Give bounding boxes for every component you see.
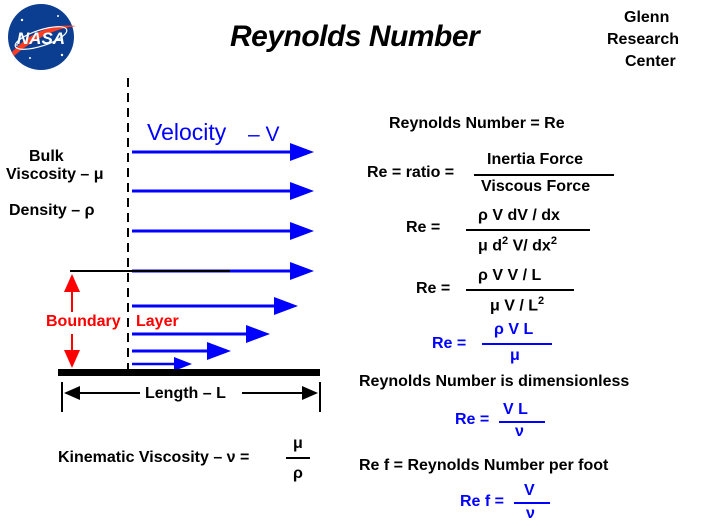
ratio-lhs: Re = ratio = — [367, 164, 455, 181]
boundary-label: Boundary — [46, 313, 121, 330]
bulk-viscosity-label-line1: Bulk — [29, 148, 64, 165]
velocity-arrows — [132, 143, 314, 371]
ratio-numerator: Inertia Force — [487, 151, 584, 168]
kinematic-fraction-bar — [286, 457, 310, 459]
length-dimension — [61, 382, 321, 412]
eq2-denominator: μ d2 V/ dx2 — [478, 235, 557, 255]
eq5-fraction-bar — [499, 421, 545, 423]
ratio-fraction-bar — [474, 174, 614, 176]
boundary-thickness-arrows — [64, 274, 80, 368]
flat-plate — [58, 369, 320, 376]
eq4-denominator: μ — [510, 347, 520, 364]
eq5-lhs: Re = — [455, 411, 490, 428]
eq3-numerator: ρ V V / L — [478, 267, 542, 284]
eq3-denominator: μ V / L2 — [490, 295, 545, 315]
org-name-line1: Glenn — [624, 9, 670, 26]
nasa-logo-text: NASA — [17, 29, 65, 48]
eq4-lhs: Re = — [432, 335, 467, 352]
eq5-numerator: V L — [503, 401, 528, 418]
kinematic-denominator: ρ — [293, 465, 303, 482]
density-label: Density – ρ — [9, 202, 95, 219]
nasa-logo-icon: NASA — [8, 4, 76, 70]
eq2-numerator: ρ V dV / dx — [478, 207, 560, 224]
eq6-lhs: Re f = — [460, 493, 505, 510]
kinematic-numerator: μ — [293, 435, 303, 452]
eq2-lhs: Re = — [406, 219, 441, 236]
velocity-label: Velocity — [147, 119, 227, 145]
kinematic-viscosity-label: Kinematic Viscosity – ν = — [58, 449, 250, 466]
page-title: Reynolds Number — [230, 20, 480, 53]
dimensionless-statement: Reynolds Number is dimensionless — [359, 373, 630, 390]
eq6-numerator: V — [524, 482, 535, 499]
eq3-lhs: Re = — [416, 280, 451, 297]
velocity-symbol: – V — [248, 123, 280, 146]
org-name-line3: Center — [625, 53, 676, 70]
layer-label: Layer — [136, 313, 179, 330]
length-label: Length – L — [145, 385, 226, 402]
ratio-denominator: Viscous Force — [481, 178, 591, 195]
per-foot-definition: Re f = Reynolds Number per foot — [359, 457, 609, 474]
org-name-line2: Research — [607, 31, 680, 48]
bulk-viscosity-label-line2: Viscosity – μ — [6, 166, 104, 183]
eq2-fraction-bar — [466, 229, 590, 231]
eq4-fraction-bar — [482, 343, 552, 345]
eq6-fraction-bar — [514, 502, 550, 504]
eq4-numerator: ρ V L — [494, 321, 534, 338]
eq6-denominator: ν — [526, 505, 535, 522]
eq3-fraction-bar — [466, 289, 574, 291]
reynolds-definition: Reynolds Number = Re — [389, 115, 565, 132]
eq5-denominator: ν — [515, 423, 524, 440]
